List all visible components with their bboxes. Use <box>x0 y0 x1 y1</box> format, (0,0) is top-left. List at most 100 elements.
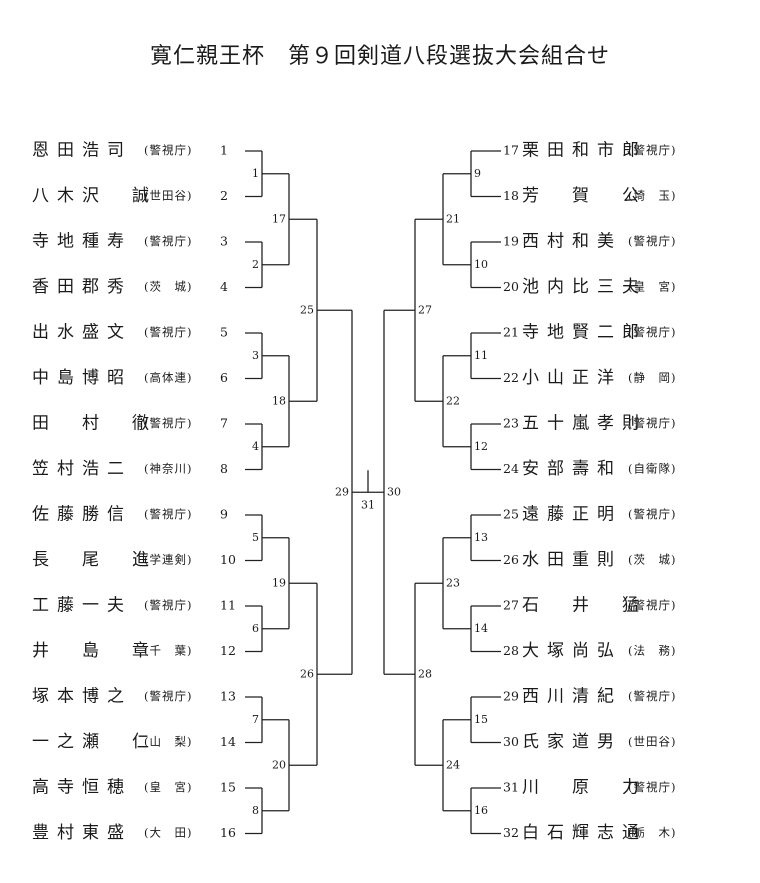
match-number: 15 <box>474 713 488 726</box>
player-seed: 13 <box>220 689 236 704</box>
match-number: 24 <box>446 758 460 771</box>
player-affiliation: (警視庁) <box>144 143 192 157</box>
player-seed: 19 <box>503 234 519 249</box>
player-affiliation: (埼 玉) <box>628 189 676 203</box>
player-affiliation: (警視庁) <box>628 689 676 703</box>
player-name: 恩田浩司 <box>32 141 132 161</box>
match-number: 18 <box>272 394 286 407</box>
player-affiliation: (警視庁) <box>144 689 192 703</box>
player-affiliation: (茨 城) <box>628 553 676 567</box>
player-name: 寺地種寿 <box>32 232 132 252</box>
player-seed: 10 <box>220 552 236 567</box>
match-number: 17 <box>272 212 286 225</box>
match-number: 13 <box>474 531 488 544</box>
page-title: 寛仁親王杯 第９回剣道八段選抜大会組合せ <box>149 44 610 69</box>
player-affiliation: (学連剣) <box>144 553 192 567</box>
match-number: 28 <box>418 667 432 680</box>
match-number: 30 <box>387 485 401 498</box>
player-name: 水田重則 <box>522 550 622 570</box>
player-seed: 12 <box>220 643 236 658</box>
player-seed: 4 <box>220 279 228 294</box>
player-name: 井 島 章 <box>32 641 157 661</box>
match-number: 6 <box>252 622 259 635</box>
player-name: 田 村 徹 <box>32 414 157 434</box>
player-seed: 3 <box>220 234 228 249</box>
player-name: 寺地賢二郎 <box>522 323 647 343</box>
player-seed: 6 <box>220 370 228 385</box>
player-seed: 23 <box>503 416 519 431</box>
player-name: 香田郡秀 <box>32 277 132 297</box>
player-name: 氏家道男 <box>522 732 622 752</box>
match-number: 7 <box>252 713 259 726</box>
match-number: 16 <box>474 804 488 817</box>
player-seed: 16 <box>220 825 236 840</box>
match-number: 10 <box>474 258 488 271</box>
player-affiliation: (警視庁) <box>144 598 192 612</box>
player-seed: 14 <box>220 734 236 749</box>
player-affiliation: (神奈川) <box>144 462 192 476</box>
player-seed: 25 <box>503 507 519 522</box>
player-seed: 26 <box>503 552 519 567</box>
player-name: 川 原 力 <box>522 778 647 798</box>
player-name: 西川清紀 <box>522 687 622 707</box>
match-number: 19 <box>272 576 286 589</box>
player-seed: 7 <box>220 416 228 431</box>
player-name: 安部壽和 <box>522 459 622 479</box>
match-number: 8 <box>252 804 259 817</box>
player-name: 五十嵐孝則 <box>522 414 647 434</box>
player-name: 高寺恒穂 <box>32 778 132 798</box>
player-name: 八木沢 誠 <box>32 186 157 206</box>
player-seed: 20 <box>503 279 519 294</box>
player-name: 栗田和市郎 <box>522 141 647 161</box>
player-seed: 2 <box>220 188 228 203</box>
player-affiliation: (山 梨) <box>144 735 192 749</box>
player-affiliation: (自衛隊) <box>628 462 676 476</box>
player-affiliation: (警視庁) <box>144 507 192 521</box>
player-affiliation: (警視庁) <box>628 143 676 157</box>
player-name: 佐藤勝信 <box>32 505 132 525</box>
player-affiliation: (警視庁) <box>144 325 192 339</box>
player-affiliation: (世田谷) <box>144 189 192 203</box>
player-affiliation: (警視庁) <box>628 780 676 794</box>
player-seed: 11 <box>220 598 236 613</box>
match-number: 2 <box>252 258 259 271</box>
match-number: 9 <box>474 167 481 180</box>
player-seed: 15 <box>220 780 236 795</box>
player-affiliation: (千 葉) <box>144 644 192 658</box>
player-name: 出水盛文 <box>32 323 132 343</box>
player-seed: 24 <box>503 461 519 476</box>
player-seed: 32 <box>503 825 519 840</box>
player-affiliation: (大 田) <box>144 826 192 840</box>
player-seed: 30 <box>503 734 519 749</box>
match-number: 3 <box>252 349 259 362</box>
player-affiliation: (警視庁) <box>628 325 676 339</box>
player-seed: 5 <box>220 325 228 340</box>
player-name: 豊村東盛 <box>32 823 132 843</box>
player-seed: 1 <box>220 143 228 158</box>
match-number: 12 <box>474 440 488 453</box>
player-seed: 9 <box>220 507 228 522</box>
player-affiliation: (高体連) <box>144 371 192 385</box>
player-affiliation: (皇 宮) <box>144 780 192 794</box>
player-affiliation: (警視庁) <box>144 234 192 248</box>
match-number: 20 <box>272 758 286 771</box>
match-number: 25 <box>300 303 314 316</box>
player-affiliation: (警視庁) <box>144 416 192 430</box>
match-number: 5 <box>252 531 259 544</box>
player-name: 遠藤正明 <box>522 505 622 525</box>
player-name: 西村和美 <box>522 232 622 252</box>
player-name: 石 井 猛 <box>522 596 647 616</box>
player-name: 大塚尚弘 <box>522 641 622 661</box>
player-affiliation: (警視庁) <box>628 234 676 248</box>
player-seed: 18 <box>503 188 519 203</box>
player-affiliation: (法 務) <box>628 644 676 658</box>
player-name: 笠村浩二 <box>32 459 132 479</box>
player-name: 塚本博之 <box>32 687 132 707</box>
player-seed: 17 <box>503 143 519 158</box>
player-seed: 27 <box>503 598 519 613</box>
player-name: 工藤一夫 <box>32 596 132 616</box>
player-seed: 29 <box>503 689 519 704</box>
player-affiliation: (茨 城) <box>144 280 192 294</box>
player-affiliation: (皇 宮) <box>628 280 676 294</box>
player-seed: 8 <box>220 461 228 476</box>
